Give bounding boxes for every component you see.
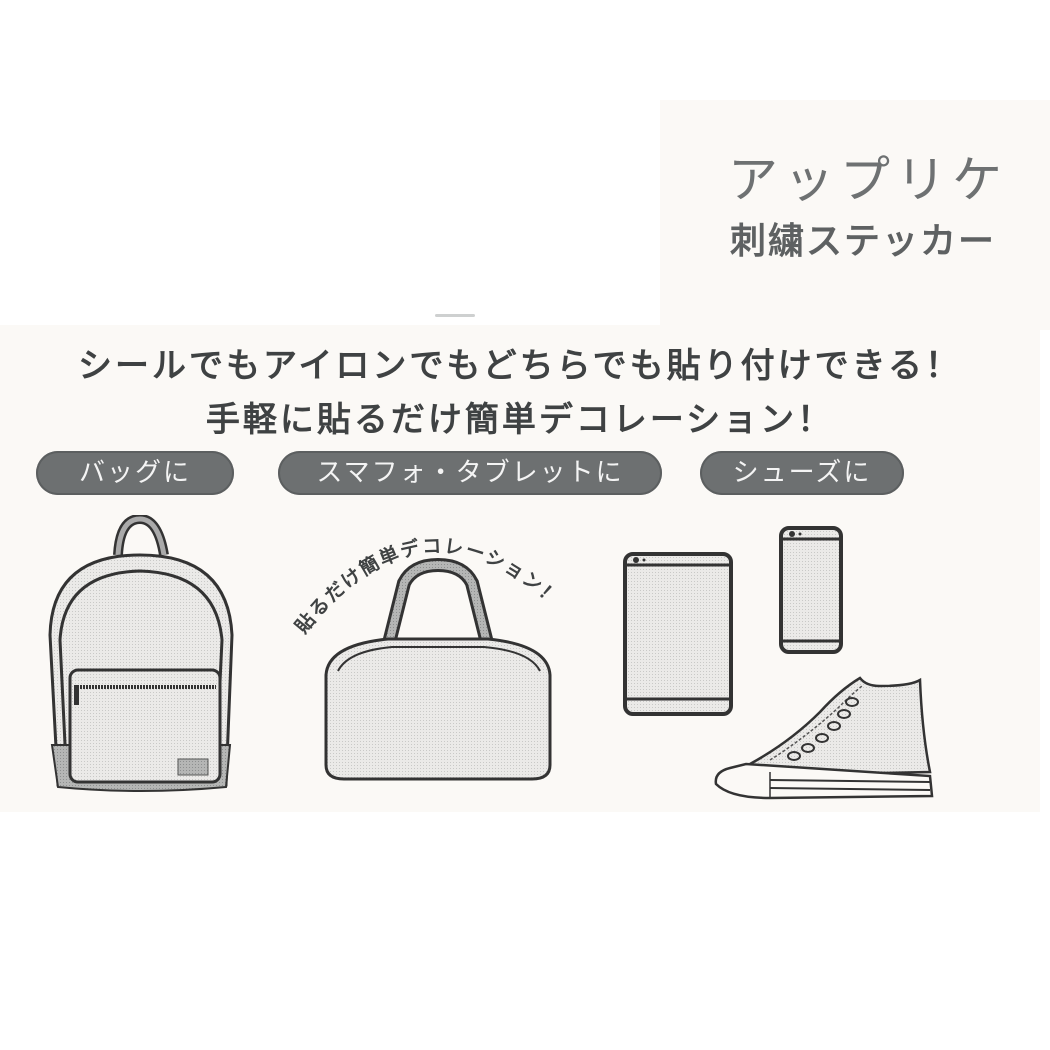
product-subtitle: 刺繍ステッカー: [730, 221, 997, 262]
print-smudge: [435, 314, 475, 317]
high-top-sneaker-icon: [714, 676, 934, 800]
product-title: アップリケ: [728, 151, 1008, 209]
category-pill-bag: バッグに: [36, 451, 234, 495]
smartphone-icon: [779, 526, 843, 654]
card-panel-top: [660, 100, 1050, 330]
category-pill-phone-tablet: スマフォ・タブレットに: [278, 451, 662, 495]
headline-line-2: 手軽に貼るだけ簡単デコレーション！: [205, 400, 835, 440]
arc-caption: 貼るだけ簡単デコレーション！: [290, 535, 562, 638]
tablet-icon: [623, 552, 733, 716]
headline-line-1: シールでもアイロンでもどちらでも貼り付けできる！: [78, 346, 962, 386]
handbag-icon: [324, 557, 552, 781]
category-pill-shoes: シューズに: [700, 451, 904, 495]
backpack-icon: [48, 515, 234, 792]
